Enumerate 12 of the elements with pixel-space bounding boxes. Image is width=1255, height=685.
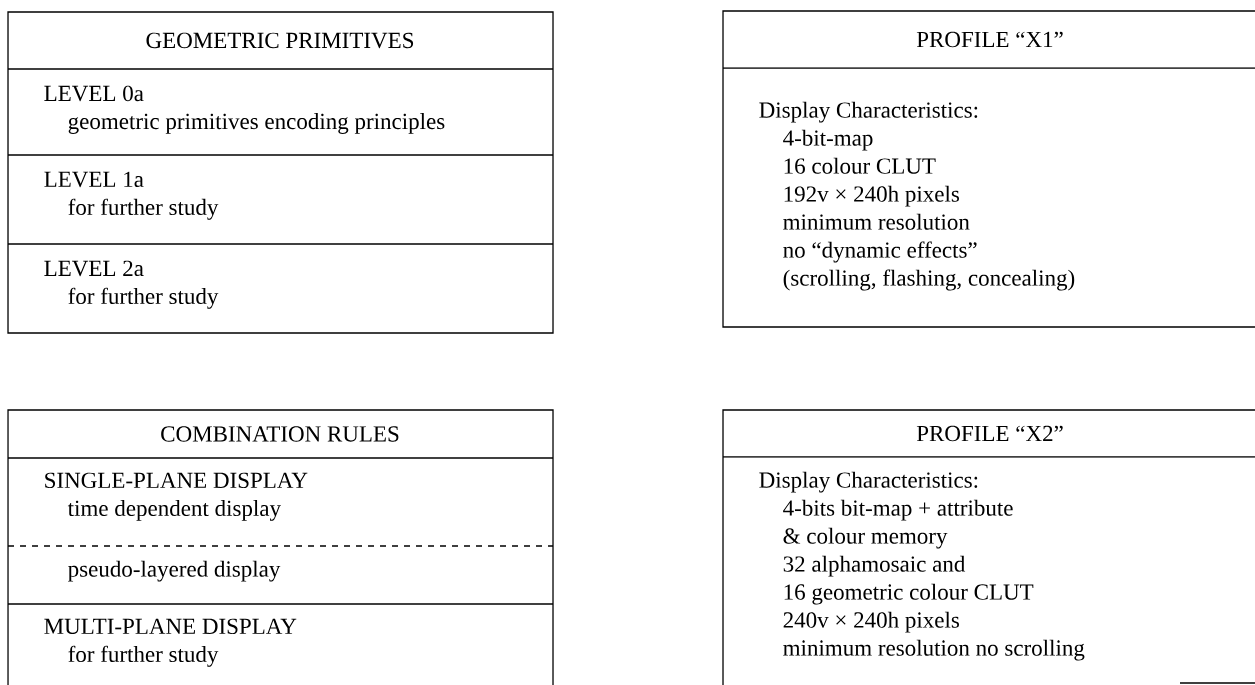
table-row: Display Characteristics: 4-bit-map 16 colour CLUT 192v × 240h pixels minimum resolution no “dynamic effects” (scrolling, flashing, concealing) — [759, 101, 1075, 291]
table-heading: COMBINATION RULES — [161, 426, 399, 442]
table-row: Display Characteristics: 4-bits bit-map + attribute & colour memory 32 alphamosaic and 16 geometric colour CLUT 240v × 240h pixels minimum resolution no scrolling — [759, 471, 1085, 661]
table-row: LEVEL 2a for further study — [7, 243, 554, 309]
table-row: pseudo-layered display — [7, 545, 554, 582]
table-heading: GEOMETRIC PRIMITIVES — [146, 32, 414, 49]
table-row: LEVEL 1a for further study — [7, 154, 554, 220]
table-row: MULTI-PLANE DISPLAY for further study — [7, 603, 554, 667]
table-heading: PROFILE “X2” — [916, 425, 1063, 442]
table-row: LEVEL 0a geometric primitives encoding principles — [44, 85, 445, 134]
table-row: SINGLE-PLANE DISPLAY time dependent display — [45, 472, 308, 521]
table-heading: PROFILE “X1” — [916, 31, 1063, 48]
